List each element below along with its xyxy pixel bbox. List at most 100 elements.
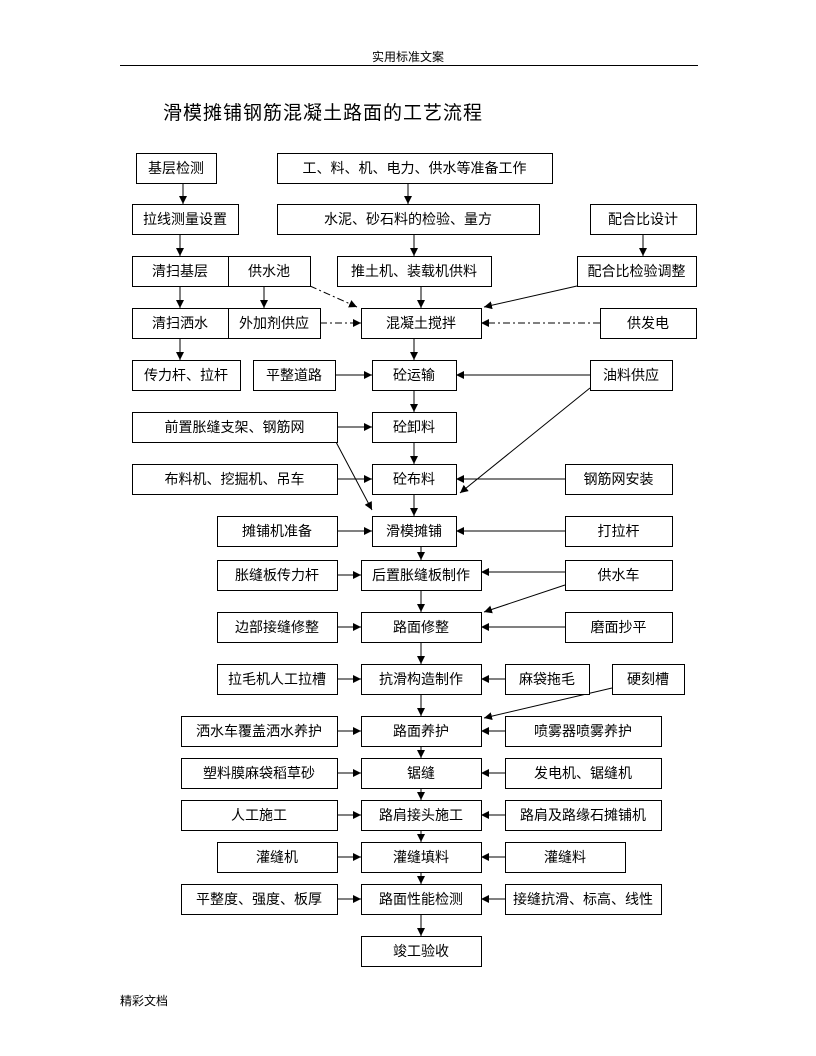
connector-arrow-46 xyxy=(483,584,566,614)
process-box-pwq: 喷雾器喷雾养护 xyxy=(505,716,662,747)
process-box-mmcp: 磨面抄平 xyxy=(565,612,673,643)
process-box-bbjf: 边部接缝修整 xyxy=(217,612,338,643)
process-box-label: 摊铺机准备 xyxy=(242,523,312,540)
process-box-label: 灌缝机 xyxy=(256,850,298,866)
process-box-pzd: 平整度、强度、板厚 xyxy=(181,884,338,915)
process-box-gsche: 供水车 xyxy=(565,560,673,591)
process-box-label: 喷雾器喷雾养护 xyxy=(534,724,632,740)
process-box-label: 磨面抄平 xyxy=(591,620,647,636)
process-box-tpj: 摊铺机准备 xyxy=(217,516,338,547)
process-box-label: 前置胀缝支架、钢筋网 xyxy=(165,419,305,436)
process-box-phbjy: 配合比检验调整 xyxy=(577,256,697,287)
connector-arrow-25 xyxy=(483,285,578,310)
process-box-label: 供水车 xyxy=(598,567,640,584)
process-box-txl: 砼卸料 xyxy=(372,412,457,443)
process-box-label: 麻袋拖毛 xyxy=(519,672,575,688)
process-box-slm: 塑料膜麻袋稻草砂 xyxy=(181,758,338,789)
process-box-qsjc: 清扫基层 xyxy=(132,256,229,287)
process-box-label: 硬刻槽 xyxy=(627,672,669,688)
process-box-hmtp: 滑模摊铺 xyxy=(372,516,457,547)
process-box-label: 发电机、锯缝机 xyxy=(534,766,632,782)
process-box-dlg: 打拉杆 xyxy=(565,516,673,547)
process-box-wjj: 外加剂供应 xyxy=(228,308,321,339)
process-box-label: 平整度、强度、板厚 xyxy=(196,892,322,908)
process-box-label: 清扫基层 xyxy=(152,263,208,280)
process-box-label: 塑料膜麻袋稻草砂 xyxy=(203,766,315,782)
process-box-label: 推土机、装载机供料 xyxy=(351,264,477,280)
page-header: 实用标准文案 xyxy=(371,50,444,64)
diagram-title: 滑模摊铺钢筋混凝土路面的工艺流程 xyxy=(163,102,484,124)
process-box-sscfg: 洒水车覆盖洒水养护 xyxy=(181,716,338,747)
process-box-lmyh: 路面养护 xyxy=(361,716,482,747)
connector-arrow-49 xyxy=(483,687,613,721)
process-box-lmxz: 路面修整 xyxy=(361,612,482,643)
process-box-ykc: 硬刻槽 xyxy=(612,664,685,695)
nodes: 基层检测工、料、机、电力、供水等准备工作拉线测量设置水泥、砂石料的检验、量方配合… xyxy=(132,153,697,967)
process-box-label: 人工施工 xyxy=(231,808,287,824)
process-box-snsl: 水泥、砂石料的检验、量方 xyxy=(277,204,540,235)
process-box-label: 锯缝 xyxy=(407,766,435,782)
process-box-jgys: 竣工验收 xyxy=(361,936,482,967)
process-box-lmj: 拉毛机人工拉槽 xyxy=(217,664,338,695)
process-box-khgz: 抗滑构造制作 xyxy=(361,664,482,695)
process-box-gjw: 钢筋网安装 xyxy=(565,464,673,495)
process-box-label: 打拉杆 xyxy=(598,523,640,540)
process-box-label: 路面养护 xyxy=(393,724,449,740)
process-box-label: 基层检测 xyxy=(148,160,204,177)
process-box-fdj: 发电机、锯缝机 xyxy=(505,758,662,789)
process-box-label: 传力杆、拉杆 xyxy=(144,368,228,384)
connector-arrow-23 xyxy=(309,285,358,308)
process-box-label: 胀缝板传力杆 xyxy=(235,568,319,584)
connector-arrow-40 xyxy=(335,441,373,511)
process-box-label: 接缝抗滑、标高、线性 xyxy=(513,891,653,908)
process-box-qzzf: 前置胀缝支架、钢筋网 xyxy=(132,412,338,443)
process-box-label: 工、料、机、电力、供水等准备工作 xyxy=(303,160,527,177)
process-box-label: 混凝土搅拌 xyxy=(386,316,456,332)
process-box-label: 平整道路 xyxy=(266,368,322,384)
process-box-label: 路面修整 xyxy=(393,620,449,636)
process-box-lmxnjc: 路面性能检测 xyxy=(361,884,482,915)
process-box-clg: 传力杆、拉杆 xyxy=(132,360,241,391)
process-box-gftl: 灌缝填料 xyxy=(361,842,482,873)
process-box-gfl: 灌缝料 xyxy=(505,842,626,873)
process-box-label: 布料机、挖掘机、吊车 xyxy=(165,471,305,488)
process-box-label: 油料供应 xyxy=(603,367,659,384)
process-box-qssh: 清扫洒水 xyxy=(132,308,229,339)
process-box-label: 路肩及路缘石摊铺机 xyxy=(520,808,646,824)
process-box-label: 砼布料 xyxy=(393,472,435,488)
process-box-label: 抗滑构造制作 xyxy=(379,671,463,688)
process-box-label: 拉毛机人工拉槽 xyxy=(228,672,326,688)
process-box-ljlys: 路肩及路缘石摊铺机 xyxy=(505,800,662,831)
process-box-label: 后置胀缝板制作 xyxy=(372,568,470,584)
process-box-label: 路面性能检测 xyxy=(379,892,463,908)
process-box-rgsg: 人工施工 xyxy=(181,800,338,831)
process-box-jcjc: 基层检测 xyxy=(136,153,217,184)
page-footer: 精彩文档 xyxy=(120,994,169,1008)
process-box-label: 砼卸料 xyxy=(393,420,435,436)
process-box-label: 钢筋网安装 xyxy=(584,471,654,488)
process-box-ylgy: 油料供应 xyxy=(590,360,673,391)
process-box-label: 滑模摊铺 xyxy=(386,523,442,540)
process-box-label: 竣工验收 xyxy=(393,944,449,960)
process-box-gfj: 灌缝机 xyxy=(217,842,338,873)
process-box-label: 边部接缝修整 xyxy=(235,619,319,636)
process-box-label: 灌缝料 xyxy=(544,850,586,866)
process-box-lxcl: 拉线测量设置 xyxy=(132,204,239,235)
process-box-label: 清扫洒水 xyxy=(152,316,208,332)
process-box-hzzf: 后置胀缝板制作 xyxy=(361,560,482,591)
process-box-ljjt: 路肩接头施工 xyxy=(361,800,482,831)
header-rule xyxy=(120,65,698,66)
process-box-label: 灌缝填料 xyxy=(393,850,449,866)
process-box-jfkh: 接缝抗滑、标高、线性 xyxy=(505,884,662,915)
process-box-label: 供发电 xyxy=(627,316,669,332)
connectors xyxy=(167,167,647,936)
process-box-jf: 锯缝 xyxy=(361,758,482,789)
process-box-label: 水泥、砂石料的检验、量方 xyxy=(324,212,492,228)
process-box-label: 砼运输 xyxy=(393,368,435,384)
process-box-tys: 砼运输 xyxy=(372,360,457,391)
process-box-label: 配合比设计 xyxy=(608,212,678,228)
process-box-mdtm: 麻袋拖毛 xyxy=(505,664,590,695)
process-box-tbl: 砼布料 xyxy=(372,464,457,495)
process-box-zfb: 胀缝板传力杆 xyxy=(217,560,338,591)
